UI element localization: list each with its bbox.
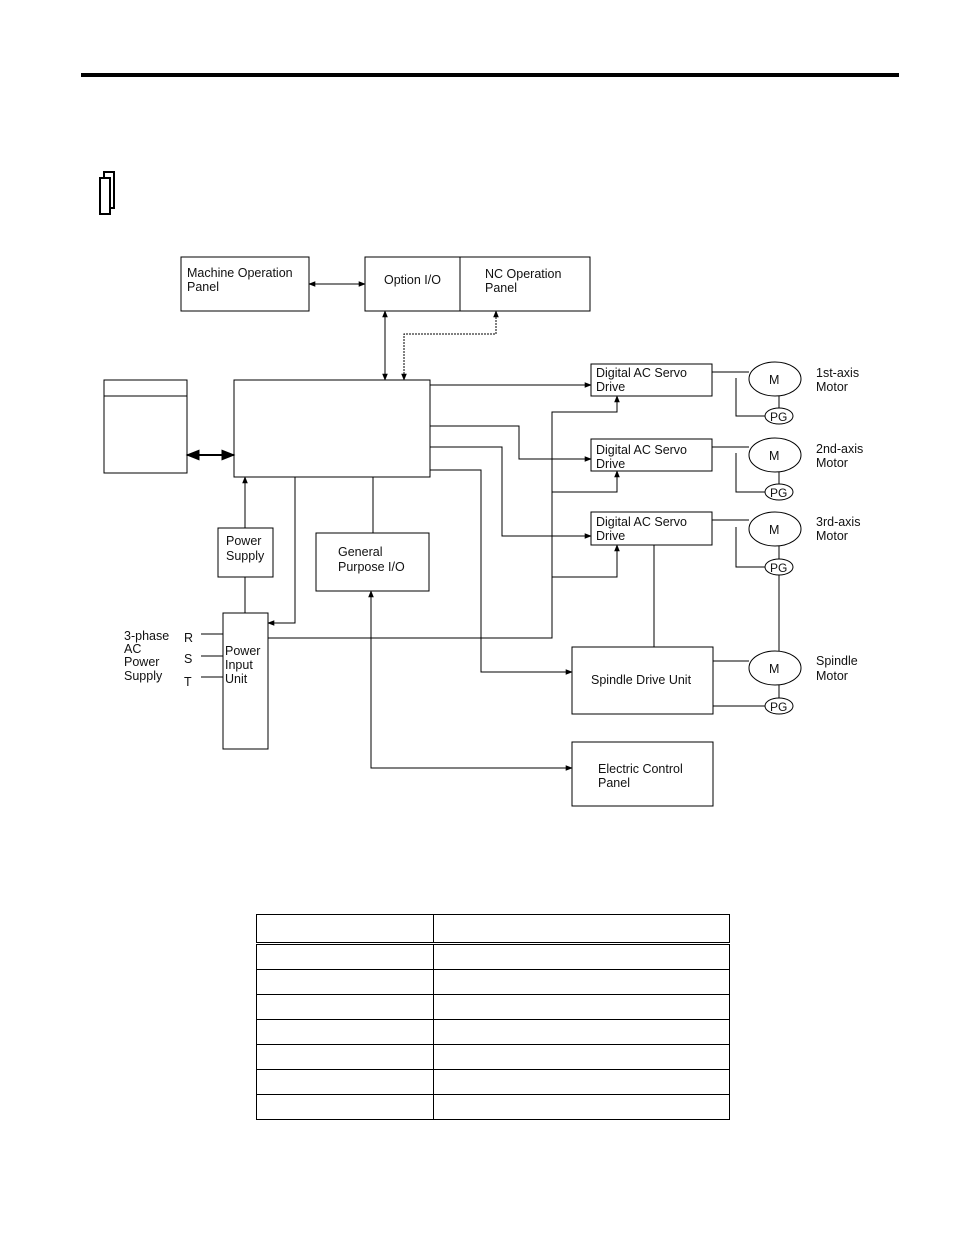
servo-drive-2-box	[590, 438, 713, 472]
servo-drive-3-label: Digital AC Servo Drive	[596, 515, 691, 543]
power-input-unit-label: Power Input Unit	[225, 644, 264, 686]
top-rule	[81, 73, 899, 77]
servo-drive-1-box	[590, 363, 713, 397]
motor-3-symbol	[748, 511, 802, 547]
table-cell	[256, 1069, 434, 1095]
nc-operation-panel-label: NC Operation Panel	[485, 267, 565, 295]
power-supply-label: Power Supply	[226, 534, 265, 563]
spindle-motor-label: Spindle Motor	[816, 654, 861, 683]
table-cell	[433, 1069, 730, 1095]
servo-drive-2-label: Digital AC Servo Drive	[596, 443, 691, 471]
system-block-diagram: Machine Operation Panel Option I/O NC Op…	[103, 256, 867, 807]
table-cell	[433, 1019, 730, 1045]
motor-2-m: M	[769, 449, 779, 463]
option-io-label: Option I/O	[384, 273, 441, 287]
external-device-box	[103, 379, 188, 474]
table-row	[256, 1019, 730, 1045]
table-cell	[256, 969, 434, 995]
table-row	[256, 1044, 730, 1070]
electric-control-panel-label: Electric Control Panel	[598, 762, 686, 790]
electric-control-panel-box	[571, 741, 714, 807]
table-row	[256, 943, 730, 970]
servo-drive-3-box	[590, 511, 713, 546]
table-cell	[433, 994, 730, 1020]
encoder-2-pg: PG	[770, 486, 787, 500]
encoder-3-pg: PG	[770, 561, 787, 575]
table-cell	[433, 943, 730, 970]
servo-drive-1-label: Digital AC Servo Drive	[596, 366, 691, 394]
phase-r-label: R	[184, 631, 193, 645]
axis-3-motor-label: 3rd-axis Motor	[816, 515, 864, 543]
table-cell	[433, 1044, 730, 1070]
axis-1-motor-label: 1st-axis Motor	[816, 366, 863, 394]
spindle-drive-unit-label: Spindle Drive Unit	[591, 673, 692, 687]
table-cell	[256, 943, 434, 970]
motor-3-m: M	[769, 523, 779, 537]
phase-s-label: S	[184, 652, 192, 666]
motor-1-m: M	[769, 373, 779, 387]
table-row	[256, 994, 730, 1020]
table-row	[256, 1069, 730, 1095]
motor-2-symbol	[748, 437, 802, 473]
axis-2-motor-label: 2nd-axis Motor	[816, 442, 867, 470]
phase-t-label: T	[184, 675, 192, 689]
note-icon	[99, 171, 115, 215]
motor-spindle-m: M	[769, 662, 779, 676]
machine-operation-panel-label: Machine Operation Panel	[187, 266, 296, 294]
table-cell	[433, 969, 730, 995]
encoder-1-pg: PG	[770, 410, 787, 424]
table-cell	[256, 1019, 434, 1045]
table-row	[256, 1094, 730, 1120]
table-header-cell	[256, 914, 434, 945]
motor-1-symbol	[748, 361, 802, 397]
encoder-spindle-pg: PG	[770, 700, 787, 714]
table-row	[256, 969, 730, 995]
motor-spindle-symbol	[748, 650, 802, 686]
ac-supply-label: 3-phase AC Power Supply	[124, 629, 173, 683]
table-cell	[256, 1094, 434, 1120]
general-purpose-io-label: General Purpose I/O	[338, 545, 405, 574]
nc-unit-box	[233, 379, 431, 478]
table-cell	[256, 1044, 434, 1070]
table-header-row	[256, 914, 730, 945]
table-cell	[256, 994, 434, 1020]
table-cell	[433, 1094, 730, 1120]
table-header-cell	[433, 914, 730, 945]
spec-table	[256, 914, 730, 1120]
